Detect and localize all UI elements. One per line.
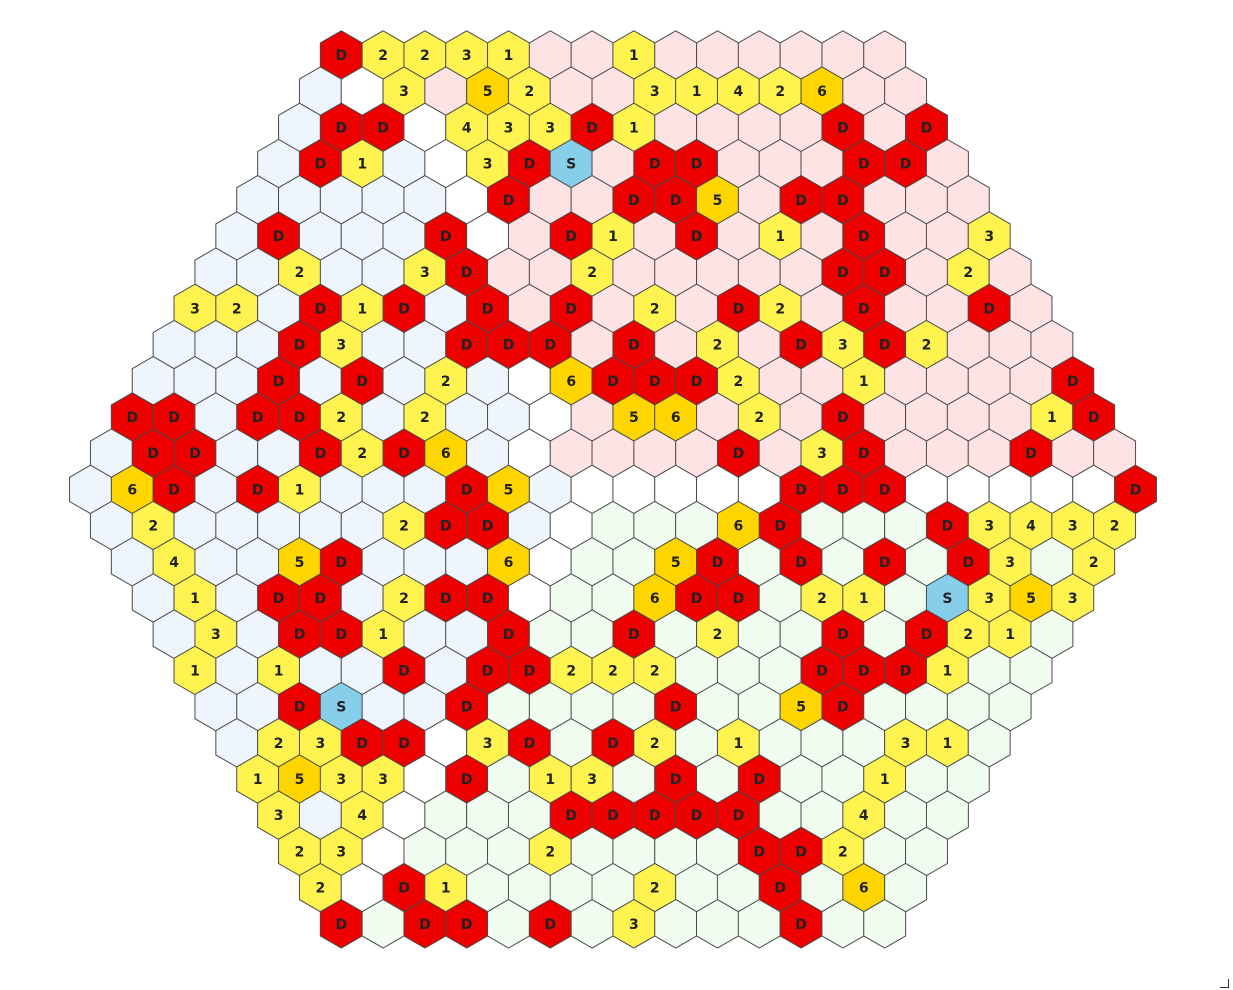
resize-grip[interactable] <box>1220 979 1229 988</box>
green-region-cell[interactable] <box>863 899 907 949</box>
hex-shape <box>863 899 907 949</box>
